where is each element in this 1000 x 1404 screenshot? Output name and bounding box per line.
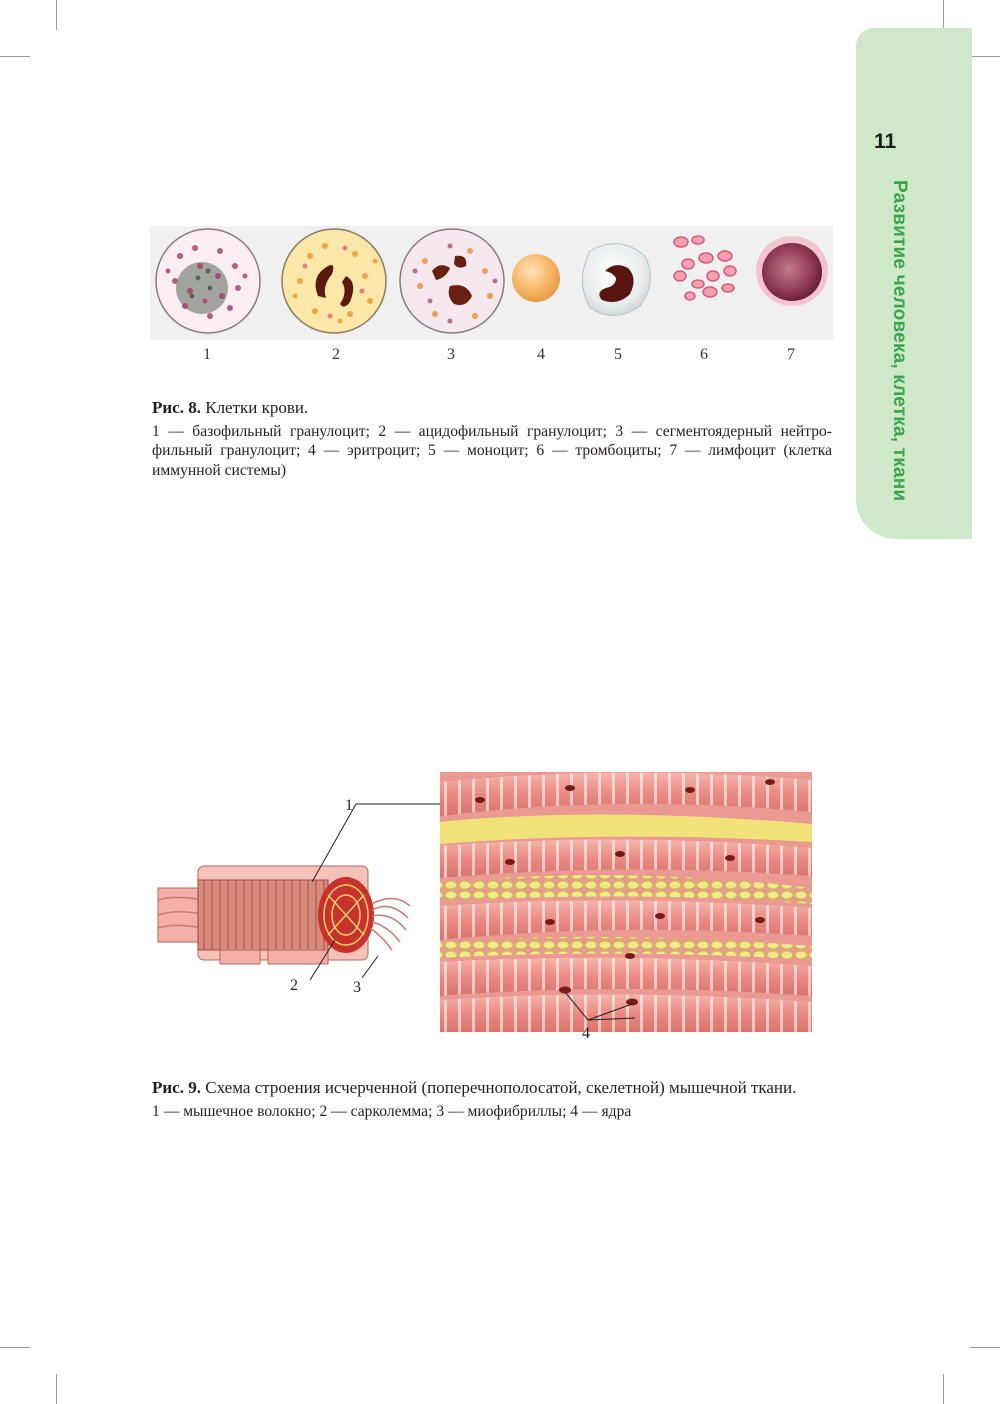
cell-number-1: 1 <box>203 346 211 363</box>
cell-number-5: 5 <box>614 346 622 363</box>
figure-8-title: Клетки крови. <box>205 398 309 417</box>
figure-9-legend: 1 — мышечное волокно; 2 — сарколемма; 3 … <box>152 1103 632 1120</box>
cell-number-7: 7 <box>787 346 795 363</box>
platelets-cells <box>673 235 737 301</box>
blood-cells-illustration <box>150 226 833 340</box>
cell-number-4: 4 <box>537 346 545 363</box>
crop-mark <box>0 1347 30 1348</box>
section-title: Развитие человека, клетка, ткани <box>889 180 910 502</box>
figure-9-label: Рис. 9. <box>152 1078 201 1097</box>
figure-8-legend: 1 — базофильный гранулоцит; 2 — ацидофил… <box>152 423 832 479</box>
crop-mark <box>0 56 30 57</box>
crop-mark <box>970 56 1000 57</box>
muscle-tissue-illustration: 1 2 3 4 <box>157 772 812 1042</box>
label-2-sarcolemma: 2 <box>290 977 298 994</box>
figure-9-caption: Рис. 9. Схема строения исчерченной (попе… <box>152 1078 832 1097</box>
neutrophil-cell <box>399 228 505 334</box>
crop-mark <box>970 1347 1000 1348</box>
cell-number-3: 3 <box>447 346 455 363</box>
erythrocyte-cell <box>512 254 560 302</box>
crop-mark <box>943 1374 944 1404</box>
cell-number-6: 6 <box>700 346 708 363</box>
muscle-tissue-block <box>440 772 812 1032</box>
lymphocyte-cell <box>756 236 828 306</box>
label-3-myofibrils: 3 <box>353 979 361 996</box>
muscle-fiber-section <box>157 865 411 965</box>
crop-mark <box>56 1374 57 1404</box>
crop-mark <box>943 0 944 30</box>
basophil-cell <box>155 228 261 334</box>
section-tab <box>856 28 972 539</box>
figure-8-caption: Рис. 8. Клетки крови. <box>152 398 832 417</box>
page-number: 11 <box>874 130 897 153</box>
figure-9-title: Схема строения исчерченной (поперечнопол… <box>205 1078 797 1097</box>
cell-number-2: 2 <box>332 346 340 363</box>
crop-mark <box>56 0 57 30</box>
label-4-nuclei: 4 <box>582 1025 590 1042</box>
label-1-fiber: 1 <box>345 797 353 814</box>
acidophil-cell <box>281 228 387 334</box>
figure-8-label: Рис. 8. <box>152 398 201 417</box>
monocyte-cell <box>582 243 651 316</box>
